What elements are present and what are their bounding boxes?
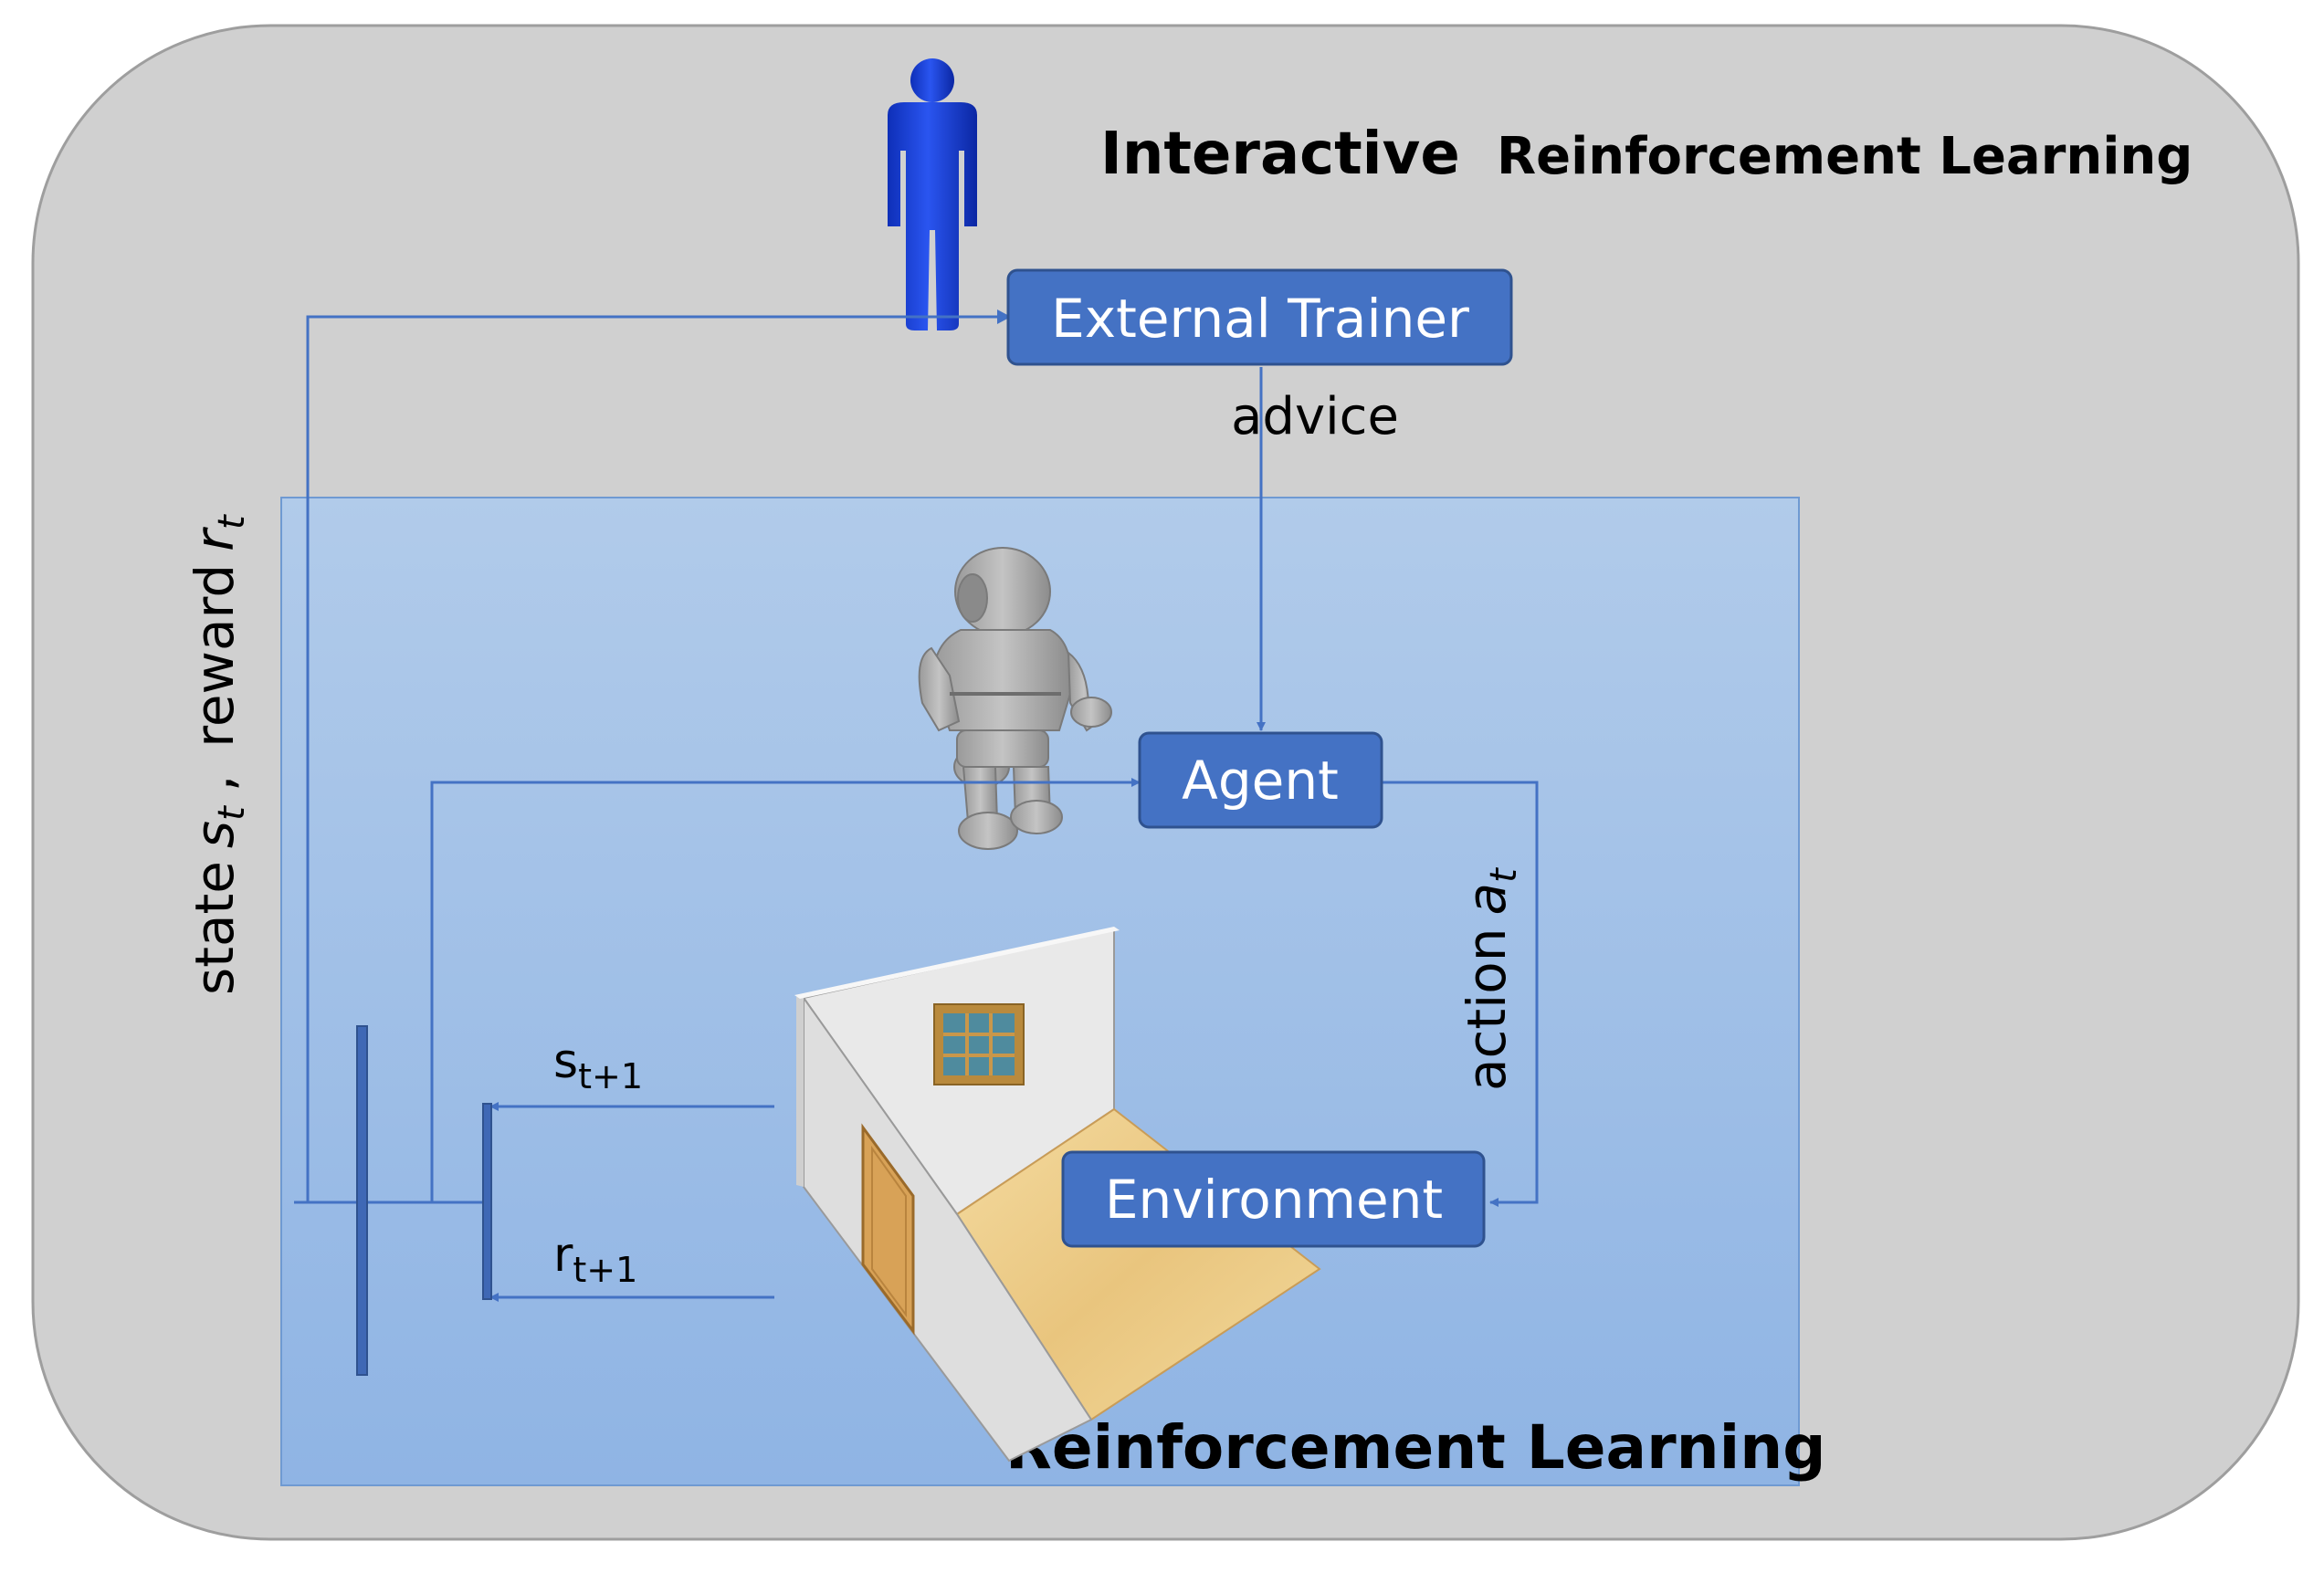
environment-node[interactable]: Environment (1061, 1150, 1486, 1248)
room-icon (794, 927, 1321, 1463)
state-reward-to-trainer-edge (294, 315, 1008, 1204)
bus-bar-left (356, 1025, 368, 1376)
trainer-arrowhead (997, 309, 1011, 324)
outer-title-bold: Interactive (1100, 121, 1460, 188)
connectors (294, 315, 1539, 1302)
next-state-label: st+1 (553, 1034, 643, 1096)
robot-icon (918, 547, 1112, 850)
state-reward-label: statest,rewardrt (184, 514, 253, 995)
action-label: actionat (1456, 867, 1525, 1091)
trainer-label: External Trainer (1051, 288, 1469, 350)
outer-title: Interactive Reinforcement Learning (1100, 121, 2193, 188)
advice-label: advice (1231, 387, 1399, 446)
inner-title: Reinforcement Learning (1005, 1412, 1825, 1483)
person-icon (888, 58, 977, 330)
outer-title-rest: Reinforcement Learning (1497, 127, 2193, 186)
trainer-node[interactable]: External Trainer (1006, 268, 1513, 366)
state-reward-to-agent-edge (430, 778, 1141, 1202)
bus-bar-right (482, 1103, 492, 1300)
next-reward-label: rt+1 (553, 1228, 637, 1290)
agent-node[interactable]: Agent (1138, 731, 1383, 829)
agent-label: Agent (1182, 750, 1339, 812)
action-edge (1383, 781, 1539, 1207)
environment-label: Environment (1105, 1169, 1443, 1231)
